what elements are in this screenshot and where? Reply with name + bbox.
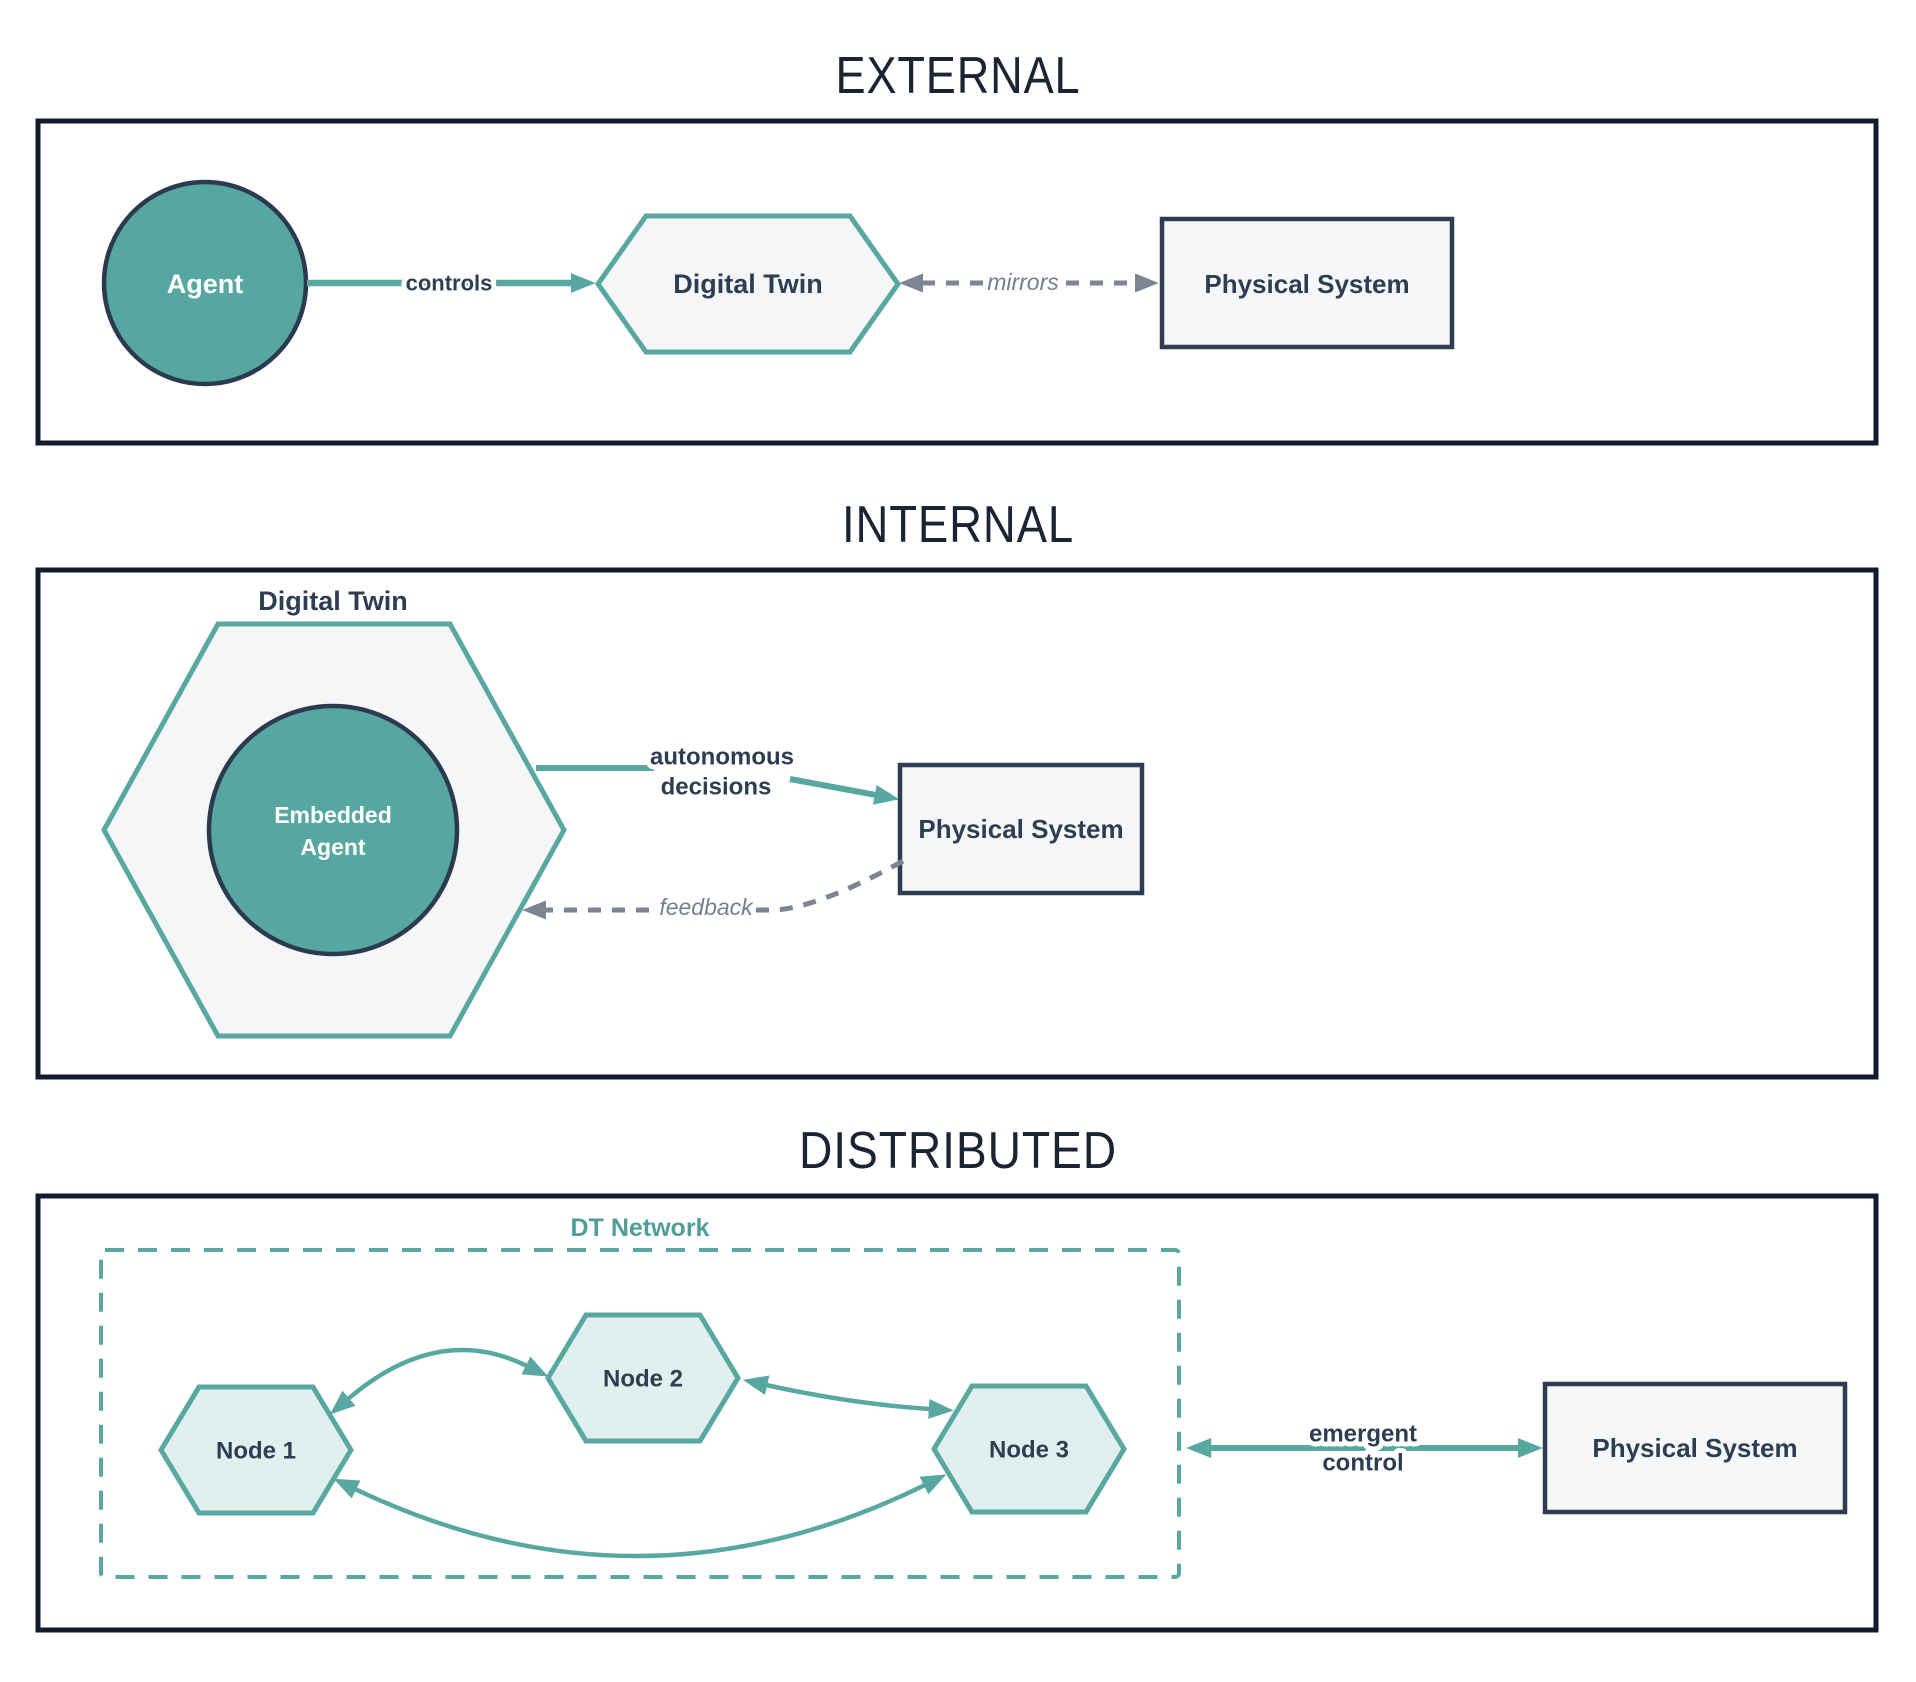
physical-system-box-internal — [897, 762, 1145, 896]
agent-label: Agent — [167, 269, 244, 299]
link-node1-node3 — [333, 1474, 947, 1559]
feedback-arrow — [522, 858, 905, 920]
internal-digital-twin-label: Digital Twin — [258, 586, 408, 616]
physical-system-label-internal: Physical System — [918, 814, 1123, 844]
agent-circle — [101, 179, 309, 387]
distributed-title: DISTRIBUTED — [799, 1122, 1117, 1180]
controls-label: controls — [406, 271, 493, 296]
embedded-agent-label-line1: Embedded — [274, 802, 392, 828]
feedback-label: feedback — [659, 894, 754, 920]
external-section: EXTERNAL Agent controls Digital Twin mir… — [35, 47, 1879, 446]
internal-section: INTERNAL Digital Twin Embedded Agent aut… — [35, 496, 1879, 1080]
node3-label: Node 3 — [989, 1437, 1069, 1464]
node1-hexagon — [158, 1384, 354, 1516]
node2-label: Node 2 — [603, 1366, 683, 1393]
node1-label: Node 1 — [216, 1438, 296, 1465]
autonomous-label-line1: autonomous — [650, 744, 794, 771]
emergent-label-line2: control — [1322, 1450, 1403, 1477]
physical-system-label-distributed: Physical System — [1592, 1433, 1797, 1463]
physical-system-box-external — [1159, 216, 1455, 350]
digital-twin-label: Digital Twin — [673, 269, 823, 299]
embedded-agent-label-line2: Agent — [300, 834, 366, 860]
mirrors-label: mirrors — [987, 269, 1059, 295]
physical-system-label-external: Physical System — [1204, 269, 1409, 299]
autonomous-label-line2: decisions — [661, 774, 772, 801]
external-title: EXTERNAL — [836, 47, 1081, 105]
dt-network-label: DT Network — [571, 1214, 710, 1242]
embedded-agent-circle — [206, 703, 460, 957]
internal-title: INTERNAL — [842, 496, 1074, 554]
dt-network-dashed-box — [99, 1248, 1181, 1579]
link-node1-node2 — [329, 1347, 549, 1415]
digital-twin-hexagon — [594, 213, 902, 355]
autonomous-arrow — [789, 776, 900, 805]
link-node2-node3 — [742, 1375, 954, 1419]
distributed-section: DISTRIBUTED DT Network Node 1 Node 2 Nod… — [35, 1122, 1879, 1633]
physical-system-box-distributed — [1542, 1381, 1848, 1515]
emergent-label-line1: emergent — [1309, 1421, 1417, 1448]
node3-hexagon — [931, 1383, 1127, 1515]
node2-hexagon — [545, 1312, 741, 1444]
